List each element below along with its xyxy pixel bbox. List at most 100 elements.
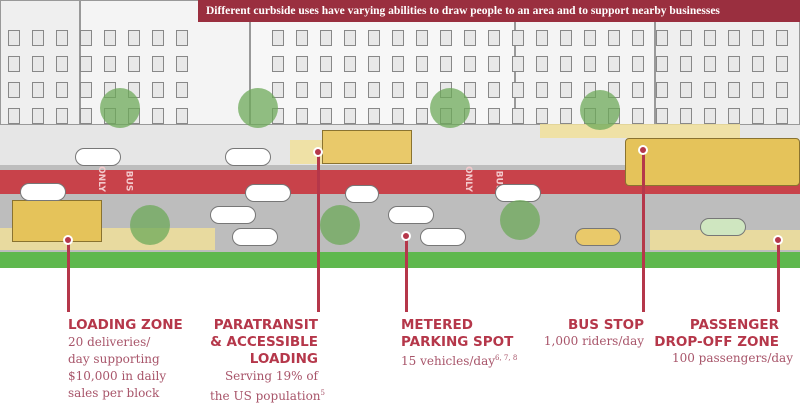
window — [392, 30, 404, 46]
paratransit-bus — [322, 130, 412, 164]
window — [176, 56, 188, 72]
window — [416, 82, 428, 98]
window — [608, 30, 620, 46]
window — [704, 82, 716, 98]
window — [56, 108, 68, 124]
window — [32, 56, 44, 72]
window — [152, 82, 164, 98]
window — [536, 56, 548, 72]
window — [608, 56, 620, 72]
leader-line — [405, 236, 408, 312]
window — [8, 30, 20, 46]
window — [752, 30, 764, 46]
window — [344, 56, 356, 72]
window — [704, 108, 716, 124]
window — [464, 82, 476, 98]
window — [512, 56, 524, 72]
tree — [320, 205, 360, 245]
window — [704, 56, 716, 72]
marker-dot — [63, 235, 73, 245]
window — [344, 30, 356, 46]
window — [8, 108, 20, 124]
window — [776, 30, 788, 46]
car — [345, 185, 379, 203]
window — [104, 30, 116, 46]
window — [320, 82, 332, 98]
window — [560, 108, 572, 124]
window — [416, 30, 428, 46]
car — [245, 184, 291, 202]
window — [272, 82, 284, 98]
window — [320, 56, 332, 72]
window — [752, 82, 764, 98]
window — [512, 82, 524, 98]
window — [392, 82, 404, 98]
window — [8, 56, 20, 72]
window — [560, 56, 572, 72]
window — [176, 30, 188, 46]
car — [75, 148, 121, 166]
marker-dot — [773, 235, 783, 245]
window — [416, 56, 428, 72]
window — [176, 108, 188, 124]
window — [392, 108, 404, 124]
window — [128, 30, 140, 46]
window — [464, 30, 476, 46]
window — [560, 30, 572, 46]
window — [704, 30, 716, 46]
window — [296, 82, 308, 98]
window — [104, 56, 116, 72]
window — [32, 82, 44, 98]
window — [680, 108, 692, 124]
window — [368, 56, 380, 72]
car — [575, 228, 621, 246]
window — [80, 30, 92, 46]
window — [32, 108, 44, 124]
leader-line — [67, 240, 70, 312]
window — [176, 82, 188, 98]
tree — [100, 88, 140, 128]
window — [656, 30, 668, 46]
window — [80, 56, 92, 72]
window — [584, 56, 596, 72]
window — [320, 108, 332, 124]
window — [152, 108, 164, 124]
car — [232, 228, 278, 246]
window — [776, 108, 788, 124]
tree — [580, 90, 620, 130]
window — [32, 30, 44, 46]
window — [728, 30, 740, 46]
window — [56, 30, 68, 46]
delivery-truck — [12, 200, 102, 242]
window — [8, 82, 20, 98]
window — [752, 56, 764, 72]
window — [632, 30, 644, 46]
dropoff-zone-area — [650, 230, 800, 250]
window — [536, 30, 548, 46]
tree — [130, 205, 170, 245]
window — [632, 108, 644, 124]
window — [728, 108, 740, 124]
car — [20, 183, 66, 201]
city-bus — [625, 138, 800, 186]
window — [296, 30, 308, 46]
window — [56, 56, 68, 72]
window — [440, 56, 452, 72]
marker-dot — [638, 145, 648, 155]
lane-marking: BUS — [123, 170, 134, 192]
banner-heading: Different curbside uses have varying abi… — [198, 0, 800, 22]
leader-line — [777, 240, 780, 312]
tree — [500, 200, 540, 240]
car — [700, 218, 746, 236]
window — [776, 82, 788, 98]
window — [296, 56, 308, 72]
window — [536, 108, 548, 124]
window — [560, 82, 572, 98]
window — [728, 82, 740, 98]
window — [368, 82, 380, 98]
window — [488, 30, 500, 46]
window — [80, 108, 92, 124]
window — [440, 30, 452, 46]
window — [656, 82, 668, 98]
window — [488, 56, 500, 72]
